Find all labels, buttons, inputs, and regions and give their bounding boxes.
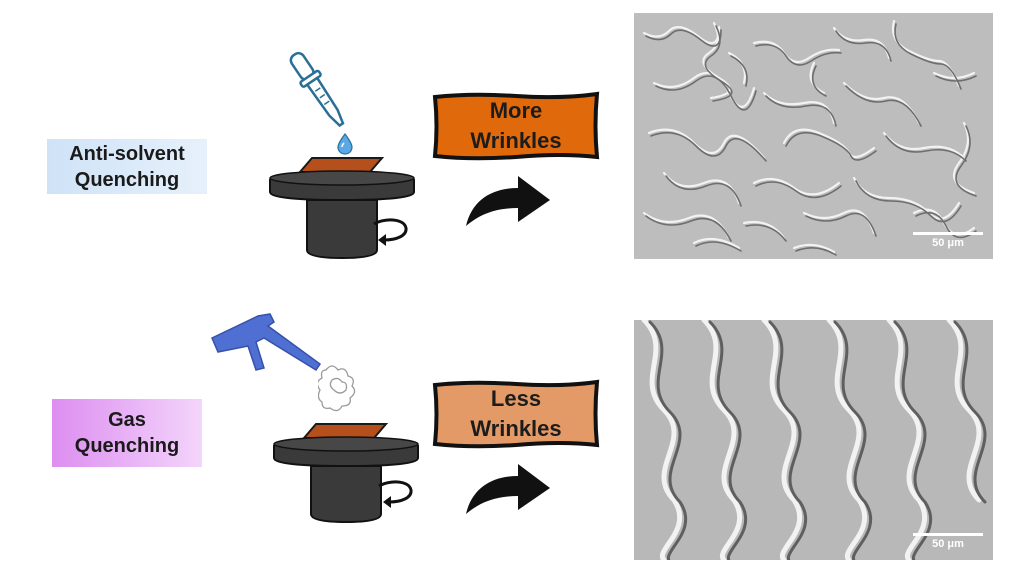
scale-bar: 50 μm (913, 232, 983, 249)
substrate-icon (297, 157, 385, 173)
gas-quenching-label: Gas Quenching (52, 399, 202, 467)
method-label-line-1: Anti-solvent (69, 142, 185, 165)
result-line-2: Wrinkles (470, 128, 562, 153)
scale-bar-label: 50 μm (932, 237, 964, 249)
result-line-1: Less (490, 386, 542, 411)
less-wrinkles-badge: Less Wrinkles (431, 379, 601, 449)
method-label-line-2: Quenching (74, 168, 180, 191)
wrinkle-texture (634, 13, 993, 259)
curved-arrow-icon (466, 464, 550, 514)
more-wrinkles-badge: More Wrinkles (431, 91, 601, 161)
droplet-icon (337, 133, 353, 155)
curved-arrow-icon (466, 176, 550, 226)
method-label-line-2: Quenching (74, 435, 180, 457)
sem-image-more-wrinkles: 50 μm (634, 13, 993, 259)
anti-solvent-quenching-label: Anti-solvent Quenching (47, 139, 207, 194)
sem-image-less-wrinkles: 50 μm (634, 320, 993, 560)
result-line-1: More (489, 98, 543, 123)
badge-background (432, 379, 600, 449)
scale-bar-label: 50 μm (932, 538, 964, 550)
badge-background (432, 91, 600, 161)
dropper-icon (289, 51, 345, 128)
spin-coater-icon (269, 157, 415, 260)
scale-bar: 50 μm (913, 533, 983, 550)
method-label-line-1: Gas (108, 409, 146, 431)
wrinkle-texture (634, 320, 993, 560)
gas-gun-icon (211, 313, 322, 372)
result-line-2: Wrinkles (470, 416, 562, 441)
gas-puff-icon (318, 365, 356, 412)
substrate-icon (301, 423, 389, 439)
spin-coater-icon (273, 423, 419, 524)
rotation-arrow-icon (373, 218, 408, 246)
rotation-arrow-icon (378, 480, 413, 508)
